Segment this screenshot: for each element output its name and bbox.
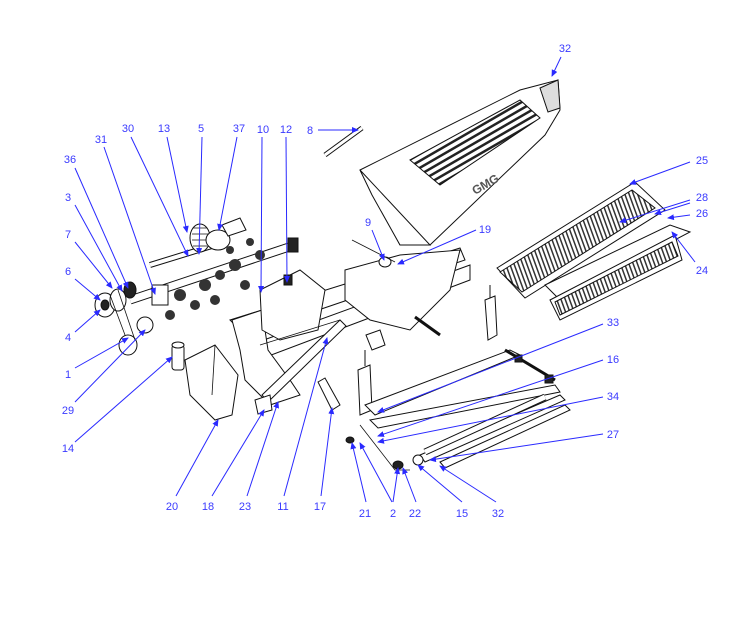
callout-34: 34 bbox=[607, 391, 619, 403]
callout-23: 23 bbox=[239, 501, 251, 513]
callout-19: 19 bbox=[479, 224, 491, 236]
callout-8: 8 bbox=[307, 125, 313, 137]
belt-guard-part bbox=[171, 341, 239, 421]
callout-31: 31 bbox=[95, 134, 107, 146]
callout-26: 26 bbox=[696, 208, 708, 220]
callout-21: 21 bbox=[359, 508, 371, 520]
callout-32-top: 32 bbox=[559, 43, 571, 55]
callout-1: 1 bbox=[65, 369, 71, 381]
callout-24: 24 bbox=[696, 265, 708, 277]
lower-frame-part bbox=[345, 239, 571, 471]
callout-7: 7 bbox=[65, 229, 71, 241]
callout-6: 6 bbox=[65, 266, 71, 278]
callout-16: 16 bbox=[607, 354, 619, 366]
callout-labels: 32 8 31 30 13 5 37 10 12 36 3 7 6 4 1 29… bbox=[62, 43, 708, 520]
callout-15: 15 bbox=[456, 508, 468, 520]
callout-14: 14 bbox=[62, 443, 74, 455]
callout-27: 27 bbox=[607, 429, 619, 441]
callout-11: 11 bbox=[277, 501, 288, 513]
callout-10: 10 bbox=[257, 124, 269, 136]
callout-3: 3 bbox=[65, 192, 71, 204]
callout-2: 2 bbox=[390, 508, 396, 520]
hopper-part: GMG bbox=[359, 79, 561, 246]
callout-36: 36 bbox=[64, 154, 76, 166]
callout-5: 5 bbox=[198, 123, 204, 135]
callout-13: 13 bbox=[158, 123, 170, 135]
callout-33: 33 bbox=[607, 317, 619, 329]
callout-18: 18 bbox=[202, 501, 214, 513]
callout-20: 20 bbox=[166, 501, 178, 513]
callout-22: 22 bbox=[409, 508, 421, 520]
callout-37: 37 bbox=[233, 123, 245, 135]
callout-32-bottom: 32 bbox=[492, 508, 504, 520]
brush-part bbox=[496, 181, 692, 321]
callout-17: 17 bbox=[314, 501, 326, 513]
main-frame-part bbox=[229, 247, 471, 415]
leader-lines bbox=[74, 56, 696, 503]
callout-29: 29 bbox=[62, 405, 74, 417]
callout-4: 4 bbox=[65, 332, 71, 344]
callout-28: 28 bbox=[696, 192, 708, 204]
callout-25: 25 bbox=[696, 155, 708, 167]
callout-12: 12 bbox=[280, 124, 292, 136]
callout-30: 30 bbox=[122, 123, 134, 135]
callout-9: 9 bbox=[365, 217, 371, 229]
